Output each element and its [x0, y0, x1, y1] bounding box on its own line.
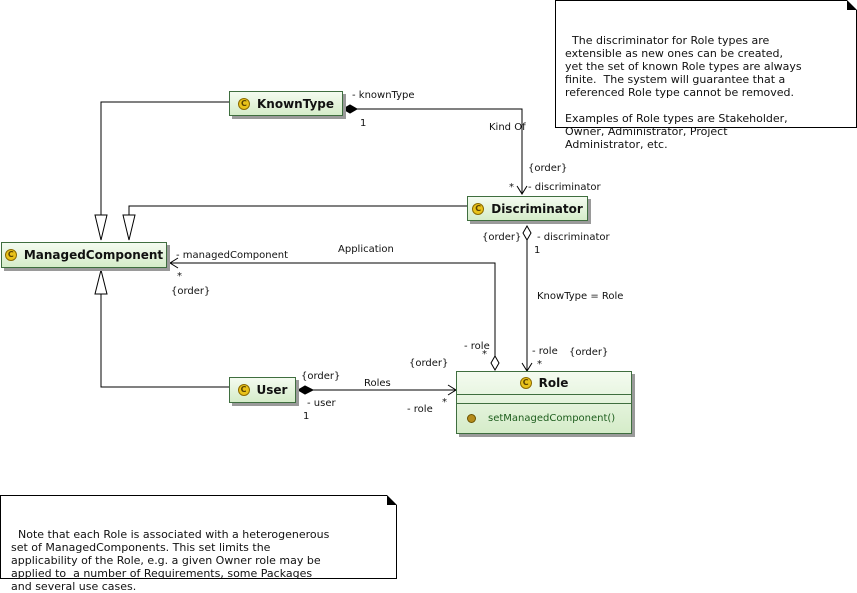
generalization-knowntype-line: [100, 101, 229, 215]
roles-composition-diamond: [296, 385, 315, 395]
class-user[interactable]: C User: [229, 377, 296, 403]
class-name: ManagedComponent: [23, 248, 164, 262]
class-knowntype[interactable]: C KnownType: [229, 91, 343, 116]
attribute-compartment: [457, 395, 631, 404]
discriminator-multiplicity: *: [509, 182, 514, 193]
role-left-multiplicity: *: [482, 349, 487, 360]
knowntype-multiplicity: 1: [360, 118, 367, 129]
application-aggregation-diamond: [490, 354, 500, 372]
note-corner-fold: [387, 495, 397, 505]
class-name: KnownType: [256, 96, 335, 111]
managedcomponent-multiplicity: *: [177, 271, 182, 282]
operation-setmanagedcomponent[interactable]: setManagedComponent(): [457, 404, 631, 432]
kindof-association-line: [357, 108, 523, 194]
operation-label: setManagedComponent(): [488, 412, 616, 424]
class-role[interactable]: C Role setManagedComponent(): [456, 371, 632, 434]
generalization-user-line: [100, 294, 229, 388]
kindof-arrowhead: [516, 185, 528, 195]
application-label: Application: [338, 244, 394, 255]
note-role-association: Note that each Role is associated with a…: [0, 495, 397, 593]
managedcomponent-order-label: {order}: [171, 286, 211, 297]
generalization-user-arrowhead: [94, 269, 108, 295]
role-right-label: - role: [532, 346, 558, 357]
managedcomponent-role-label: - managedComponent: [176, 250, 289, 261]
class-name: User: [256, 383, 288, 397]
class-icon: C: [237, 384, 250, 396]
note-text: Note that each Role is associated with a…: [11, 528, 330, 593]
class-managedcomponent[interactable]: C ManagedComponent: [1, 242, 167, 268]
knowtype-role-label: KnowType = Role: [537, 291, 624, 302]
knowtype-aggregation-diamond: [522, 224, 532, 242]
role-bottom-multiplicity: *: [442, 397, 447, 408]
generalization-discriminator-line: [128, 205, 467, 215]
generalization-knowntype-arrowhead: [94, 214, 108, 241]
discriminator-bottom-role-label: - discriminator: [537, 232, 610, 243]
user-order-label: {order}: [301, 371, 341, 382]
discriminator-role-label: - discriminator: [528, 182, 601, 193]
note-corner-fold: [847, 0, 857, 10]
note-text: The discriminator for Role types are ext…: [565, 34, 802, 151]
knowntype-role-label: - knownType: [352, 90, 415, 101]
role-right-order-label: {order}: [569, 347, 609, 358]
diagram-connectors: [94, 101, 533, 396]
operation-icon: [467, 413, 476, 423]
application-arrowhead: [169, 257, 179, 269]
class-icon: C: [237, 97, 250, 110]
class-name: Discriminator: [491, 201, 583, 216]
note-discriminator: The discriminator for Role types are ext…: [555, 0, 857, 151]
roles-label: Roles: [364, 378, 391, 389]
kindof-composition-diamond: [341, 104, 359, 114]
role-right-multiplicity: *: [537, 359, 542, 370]
role-left-label: - role: [464, 341, 490, 352]
discriminator-order-label: {order}: [528, 163, 568, 174]
kindof-label: Kind Of: [489, 122, 526, 133]
class-icon: C: [519, 377, 532, 389]
role-left-order-label: {order}: [409, 358, 449, 369]
generalization-discriminator-arrowhead: [122, 214, 136, 241]
class-icon: C: [4, 249, 17, 261]
discriminator-bottom-order-label: {order}: [482, 232, 522, 243]
user-role-label: - user: [307, 398, 336, 409]
class-icon: C: [472, 202, 485, 215]
class-discriminator[interactable]: C Discriminator: [467, 196, 588, 221]
application-association-line: [170, 262, 496, 356]
role-bottom-label: - role: [407, 404, 433, 415]
user-multiplicity: 1: [303, 411, 310, 422]
class-name: Role: [538, 376, 569, 390]
discriminator-bottom-multiplicity: 1: [534, 245, 541, 256]
